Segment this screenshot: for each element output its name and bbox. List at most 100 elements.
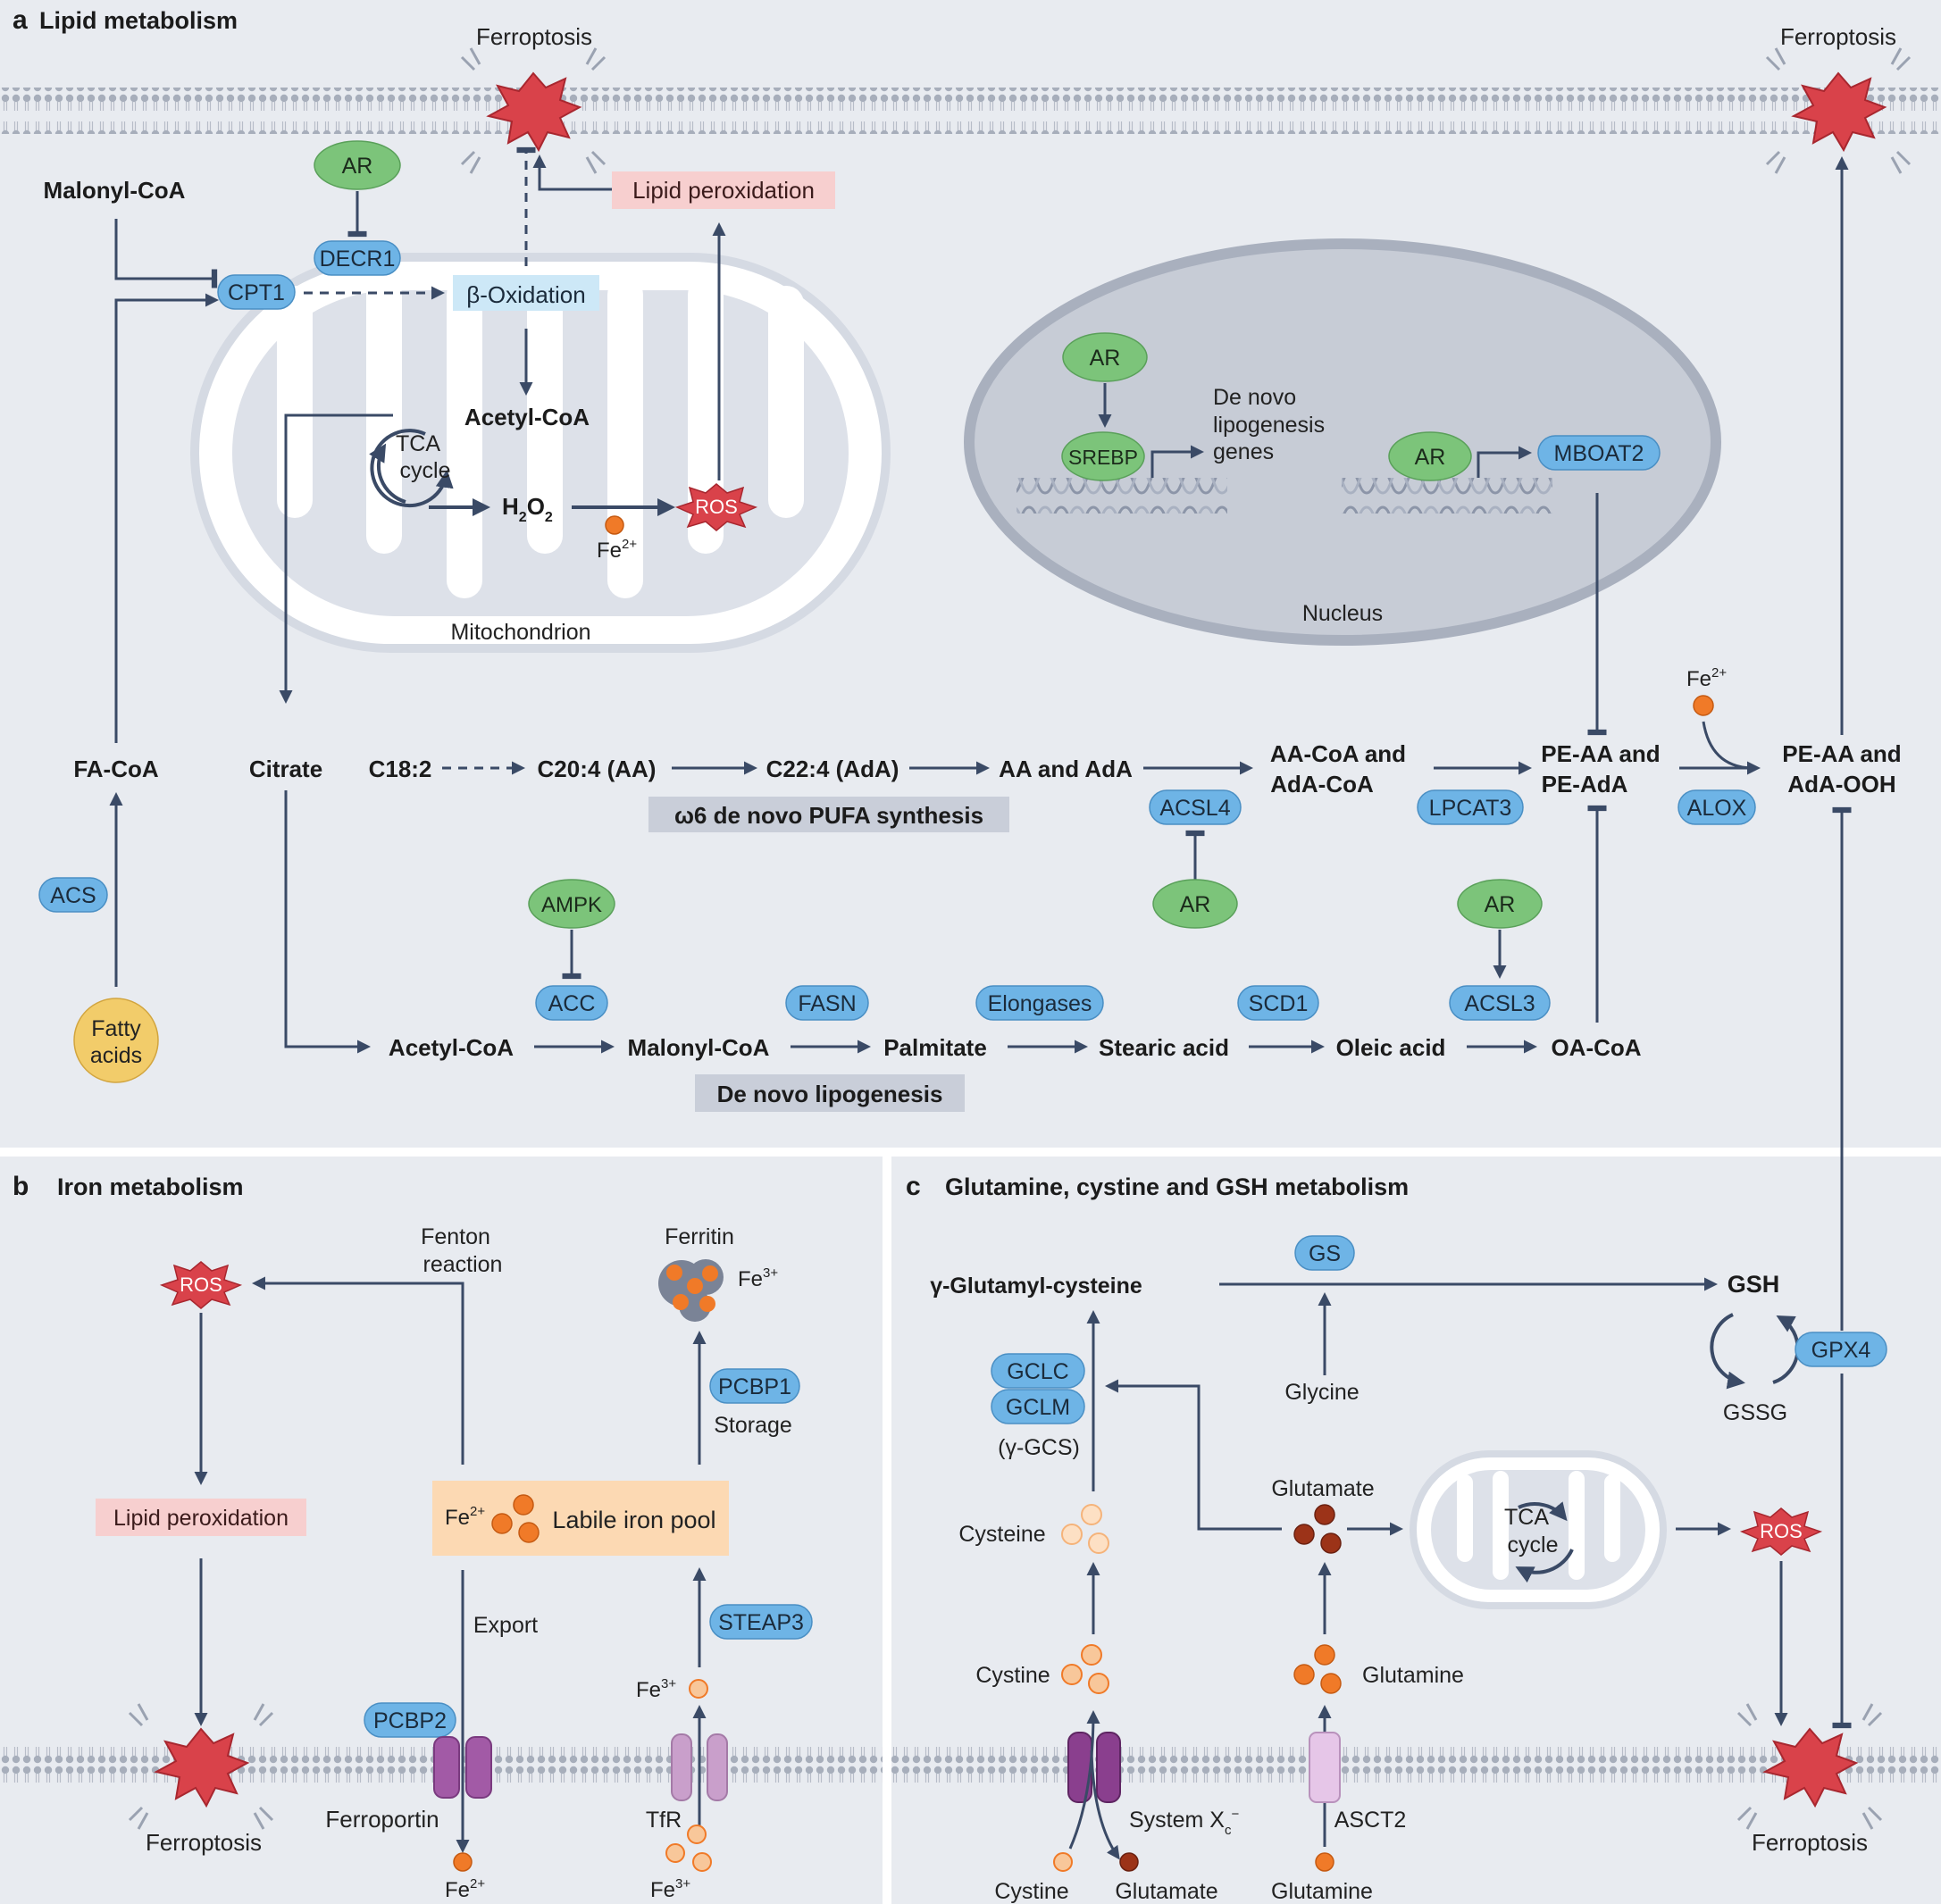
acsl4-enzyme: ACSL4 (1149, 789, 1242, 825)
system-xc-transporter-icon (1067, 1732, 1121, 1803)
palmitate: Palmitate (883, 1034, 987, 1061)
ar-nucleus-1: AR (1062, 332, 1148, 382)
srebp-to-genes (1150, 445, 1204, 478)
panel-a-title: Lipid metabolism (39, 7, 238, 34)
tca-c-line2: cycle (1508, 1532, 1559, 1557)
tfr-fe-dot-out-1 (687, 1825, 707, 1844)
lipid-peroxidation-box-a: Lipid peroxidation (612, 171, 835, 209)
svg-text:GCLM: GCLM (1006, 1395, 1070, 1420)
gssg-label: GSSG (1723, 1400, 1787, 1425)
cystine-out-label: Cystine (994, 1879, 1068, 1904)
citrate-to-acetyl-coa (284, 790, 371, 1054)
fe2-dot-mito (605, 515, 624, 535)
tfr-transporter-icon (671, 1733, 728, 1801)
svg-text:SCD1: SCD1 (1249, 991, 1309, 1016)
fatty-acids-node: Fatty acids (73, 998, 159, 1083)
dna-strand-2-icon (1342, 478, 1552, 514)
glutamate-out-label: Glutamate (1115, 1879, 1217, 1904)
svg-text:AR: AR (1180, 892, 1211, 917)
ros-mito-label: ROS (695, 496, 738, 518)
ferroptosis-top-left-burst-icon (460, 47, 607, 174)
cystine-dot-1 (1081, 1644, 1102, 1666)
c22-4: C22:4 (AdA) (766, 756, 899, 782)
asct2-label: ASCT2 (1334, 1808, 1407, 1833)
fe2-alox-label: Fe2+ (1686, 665, 1727, 691)
svg-text:De novo lipogenesis: De novo lipogenesis (717, 1081, 943, 1107)
lipid-perox-to-ferroptosis (532, 154, 612, 191)
svg-text:AMPK: AMPK (541, 893, 602, 917)
svg-text:SREBP: SREBP (1068, 446, 1138, 469)
svg-text:ACC: ACC (548, 991, 596, 1016)
mboat2-enzyme: MBOAT2 (1537, 435, 1661, 471)
cystine-out-dot (1053, 1852, 1073, 1872)
svg-text:STEAP3: STEAP3 (718, 1610, 804, 1635)
tca-mito-line2: cycle (400, 458, 451, 483)
fe2-dot-alox (1693, 695, 1714, 716)
panel-c-letter: c (906, 1172, 921, 1201)
tfr-fe-dot-out-2 (665, 1843, 685, 1863)
svg-text:AR: AR (1485, 892, 1516, 917)
glutamate-to-gcl (1105, 1379, 1282, 1531)
cystine-dot-2 (1061, 1664, 1083, 1685)
svg-text:ACSL3: ACSL3 (1464, 991, 1535, 1016)
pe-aa-line2: PE-AdA (1542, 771, 1628, 798)
glutamine-dot-3 (1320, 1673, 1342, 1694)
svg-text:AR: AR (1415, 445, 1446, 470)
stearic-acid: Stearic acid (1099, 1034, 1229, 1061)
pool-fe-dot-1 (513, 1494, 534, 1516)
fe2-into-alox-arrow (1702, 721, 1752, 770)
svg-text:PCBP1: PCBP1 (718, 1374, 791, 1399)
svg-text:AR: AR (1090, 346, 1121, 371)
panel-b-title: Iron metabolism (57, 1173, 244, 1200)
svg-text:DECR1: DECR1 (320, 246, 396, 271)
panel-c-title: Glutamine, cystine and GSH metabolism (945, 1173, 1409, 1200)
glutamate-export-arrow (1090, 1750, 1120, 1860)
acc-enzyme: ACC (535, 985, 608, 1021)
svg-text:MBOAT2: MBOAT2 (1554, 441, 1644, 466)
oa-coa: OA-CoA (1551, 1034, 1641, 1061)
cpt1-enzyme: CPT1 (217, 274, 296, 310)
export-label: Export (473, 1613, 538, 1638)
cystine-import-arrow (1068, 1710, 1100, 1850)
aa-and-ada: AA and AdA (999, 756, 1133, 782)
gs-enzyme: GS (1294, 1235, 1355, 1271)
lipo-genes-line2: lipogenesis (1213, 413, 1325, 438)
pool-fe-dot-2 (491, 1513, 513, 1534)
svg-text:ω6 de novo PUFA synthesis: ω6 de novo PUFA synthesis (674, 802, 983, 829)
ferroptosis-c-label: Ferroptosis (1752, 1829, 1868, 1856)
gclc-enzyme: GCLC (991, 1353, 1085, 1389)
ar-acsl4-node: AR (1152, 879, 1238, 929)
beta-oxidation-box: β-Oxidation (453, 275, 599, 311)
ferroptosis-top-left-label: Ferroptosis (476, 23, 592, 50)
tca-cycle-mito-icon (369, 429, 454, 508)
ferritin-icon (658, 1259, 724, 1322)
svg-text:PCBP2: PCBP2 (373, 1708, 447, 1733)
fa-coa-to-cpt1 (114, 293, 219, 743)
glutamine-dot-1 (1314, 1644, 1335, 1666)
ar-acsl3-node: AR (1457, 879, 1543, 929)
alox-enzyme: ALOX (1677, 789, 1756, 825)
nucleus-label: Nucleus (1302, 601, 1383, 626)
malonyl-inhibits-cpt1 (114, 219, 218, 288)
dna-strand-1-icon (1017, 478, 1227, 514)
mitochondrion-label: Mitochondrion (450, 620, 590, 645)
tfr-fe3-label-top: Fe3+ (636, 1676, 676, 1702)
aa-coa-line2: AdA-CoA (1270, 771, 1374, 798)
ferroptosis-b-label: Ferroptosis (146, 1829, 262, 1856)
ar-top-node: AR (314, 140, 401, 190)
glutamine-out-label: Glutamine (1271, 1879, 1373, 1904)
svg-text:Fatty: Fatty (91, 1016, 141, 1041)
acs-enzyme: ACS (38, 877, 108, 913)
fe2-mito-label: Fe2+ (597, 537, 637, 563)
cysteine-label: Cysteine (958, 1522, 1045, 1547)
tca-mito-line1: TCA (396, 431, 440, 456)
pe-ooh-line2: AdA-OOH (1787, 771, 1895, 798)
cystine-label: Cystine (975, 1663, 1050, 1688)
pcbp2-enzyme: PCBP2 (364, 1702, 456, 1738)
gamma-gcs-label: (γ-GCS) (998, 1435, 1080, 1460)
glutamate-dot-1 (1314, 1504, 1335, 1525)
pe-ooh-line1: PE-AA and (1782, 740, 1901, 767)
svg-text:ACS: ACS (50, 883, 96, 908)
glutamine-dot-2 (1293, 1664, 1315, 1685)
